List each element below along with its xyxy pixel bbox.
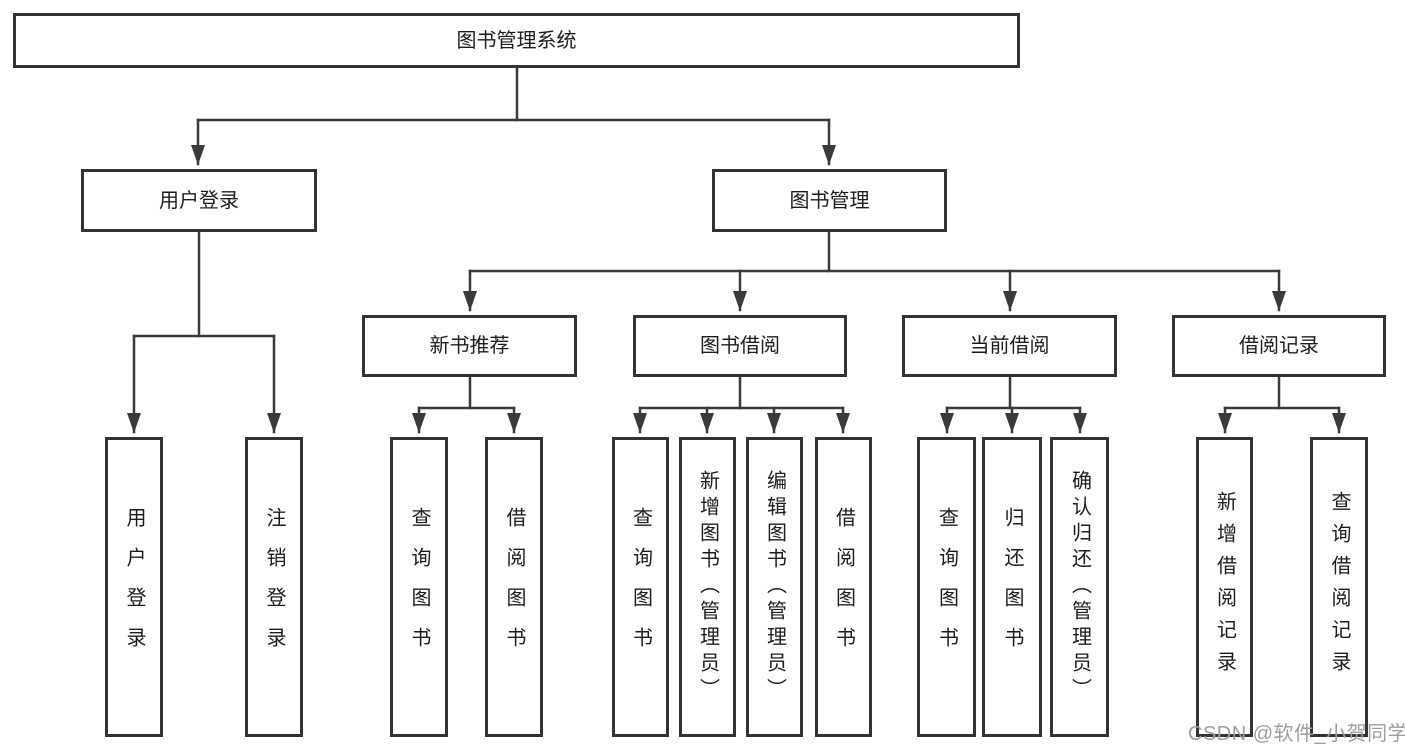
- csdn-watermark: CSDN @软件_小贺同学: [1188, 723, 1405, 745]
- node-borrow-records: 借阅记录: [1172, 315, 1386, 377]
- node-current-borrow-label: 当前借阅: [969, 335, 1050, 357]
- leaf-logout: 注销登录: [245, 437, 303, 737]
- leaf-edit-books-admin: 编辑图书（管理员）: [746, 437, 803, 737]
- leaf-user-login-label: 用户登录: [123, 507, 145, 667]
- leaf-edit-books-admin-label: 编辑图书（管理员）: [763, 470, 786, 704]
- leaf-query-books-3: 查询图书: [917, 437, 976, 737]
- leaf-query-books-1: 查询图书: [390, 437, 448, 737]
- node-book-borrow: 图书借阅: [633, 315, 847, 377]
- node-book-management: 图书管理: [712, 169, 947, 232]
- leaf-query-books-3-label: 查询图书: [935, 507, 958, 667]
- leaf-user-login: 用户登录: [105, 437, 163, 737]
- leaf-confirm-return-admin-label: 确认归还（管理员）: [1068, 470, 1091, 704]
- leaf-query-books-2-label: 查询图书: [629, 507, 652, 667]
- node-user-login-label: 用户登录: [159, 189, 239, 212]
- leaf-add-borrow-record: 新增借阅记录: [1196, 437, 1253, 737]
- node-user-login: 用户登录: [81, 169, 317, 232]
- leaf-query-books-2: 查询图书: [612, 437, 669, 737]
- leaf-add-books-admin-label: 新增图书（管理员）: [696, 470, 719, 704]
- leaf-borrow-books-1-label: 借阅图书: [503, 507, 525, 667]
- leaf-borrow-books-2: 借阅图书: [815, 437, 872, 737]
- leaf-borrow-books-1: 借阅图书: [485, 437, 543, 737]
- node-book-management-label: 图书管理: [789, 189, 870, 212]
- leaf-query-books-1-label: 查询图书: [408, 507, 430, 667]
- node-new-books-label: 新书推荐: [429, 335, 510, 357]
- node-borrow-records-label: 借阅记录: [1239, 335, 1319, 357]
- connectors: [127, 66, 1346, 434]
- leaf-confirm-return-admin: 确认归还（管理员）: [1050, 437, 1109, 737]
- node-current-borrow: 当前借阅: [902, 315, 1117, 377]
- leaf-query-borrow-record: 查询借阅记录: [1310, 437, 1368, 737]
- leaf-borrow-books-2-label: 借阅图书: [832, 507, 855, 667]
- leaf-add-books-admin: 新增图书（管理员）: [679, 437, 736, 737]
- node-new-books: 新书推荐: [362, 315, 577, 377]
- leaf-add-borrow-record-label: 新增借阅记录: [1213, 491, 1236, 683]
- leaf-query-borrow-record-label: 查询借阅记录: [1328, 491, 1350, 683]
- leaf-logout-label: 注销登录: [263, 507, 285, 667]
- node-book-borrow-label: 图书借阅: [700, 335, 780, 357]
- leaf-return-books: 归还图书: [982, 437, 1042, 737]
- node-root: 图书管理系统: [13, 13, 1020, 68]
- leaf-return-books-label: 归还图书: [1001, 507, 1023, 667]
- node-root-label: 图书管理系统: [456, 29, 577, 52]
